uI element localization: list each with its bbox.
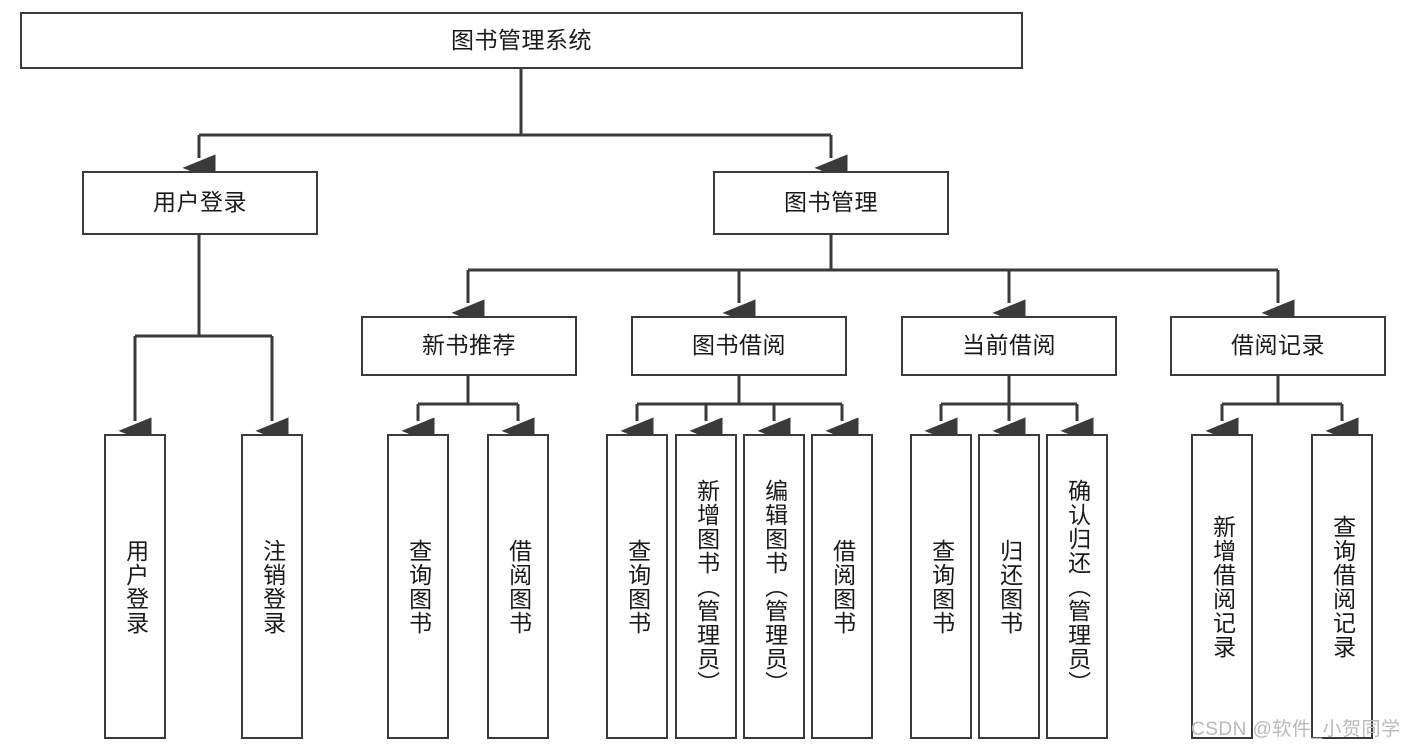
node-label: 借阅记录 — [1231, 332, 1325, 359]
leaf-return-book[interactable]: 归还图书 — [978, 434, 1040, 739]
node-label: 借阅图书 — [505, 538, 532, 635]
node-label: 图书管理 — [784, 189, 878, 216]
node-label: 查询图书 — [928, 538, 955, 635]
node-user-login[interactable]: 用户登录 — [82, 171, 318, 235]
leaf-edit-book-admin[interactable]: 编辑图书（管理员） — [743, 434, 805, 739]
leaf-borrow-book[interactable]: 借阅图书 — [811, 434, 873, 739]
node-label: 查询借阅记录 — [1329, 514, 1356, 659]
leaf-user-login[interactable]: 用户登录 — [104, 434, 166, 739]
node-new-book-recommend[interactable]: 新书推荐 — [361, 316, 577, 376]
node-label: 用户登录 — [122, 538, 149, 635]
node-label: 新增借阅记录 — [1209, 514, 1236, 659]
leaf-confirm-return-admin[interactable]: 确认归还（管理员） — [1046, 434, 1108, 739]
node-label: 新书推荐 — [422, 332, 516, 359]
leaf-query-book-borrow[interactable]: 查询图书 — [606, 434, 668, 739]
node-borrow-record[interactable]: 借阅记录 — [1170, 316, 1386, 376]
node-label: 归还图书 — [996, 538, 1023, 635]
leaf-user-logout[interactable]: 注销登录 — [241, 434, 303, 739]
node-label: 注销登录 — [259, 538, 286, 635]
node-current-borrow[interactable]: 当前借阅 — [901, 316, 1117, 376]
node-book-management[interactable]: 图书管理 — [713, 171, 949, 235]
node-label: 当前借阅 — [962, 332, 1056, 359]
node-label: 新增图书（管理员） — [693, 478, 720, 695]
node-label: 确认归还（管理员） — [1064, 478, 1091, 695]
leaf-query-book-recommend[interactable]: 查询图书 — [387, 434, 449, 739]
leaf-borrow-book-recommend[interactable]: 借阅图书 — [487, 434, 549, 739]
node-label: 图书管理系统 — [451, 26, 592, 53]
node-label: 借阅图书 — [829, 538, 856, 635]
watermark-text: CSDN @软件_小贺同学 — [1191, 719, 1401, 740]
node-label: 用户登录 — [153, 189, 247, 216]
node-label: 编辑图书（管理员） — [761, 478, 788, 695]
leaf-add-borrow-record[interactable]: 新增借阅记录 — [1191, 434, 1253, 739]
node-label: 查询图书 — [624, 538, 651, 635]
node-root-system[interactable]: 图书管理系统 — [20, 12, 1023, 69]
leaf-query-borrow-record[interactable]: 查询借阅记录 — [1311, 434, 1373, 739]
node-label: 图书借阅 — [692, 332, 786, 359]
node-book-borrow[interactable]: 图书借阅 — [631, 316, 847, 376]
node-label: 查询图书 — [405, 538, 432, 635]
leaf-add-book-admin[interactable]: 新增图书（管理员） — [675, 434, 737, 739]
leaf-query-book-current[interactable]: 查询图书 — [910, 434, 972, 739]
